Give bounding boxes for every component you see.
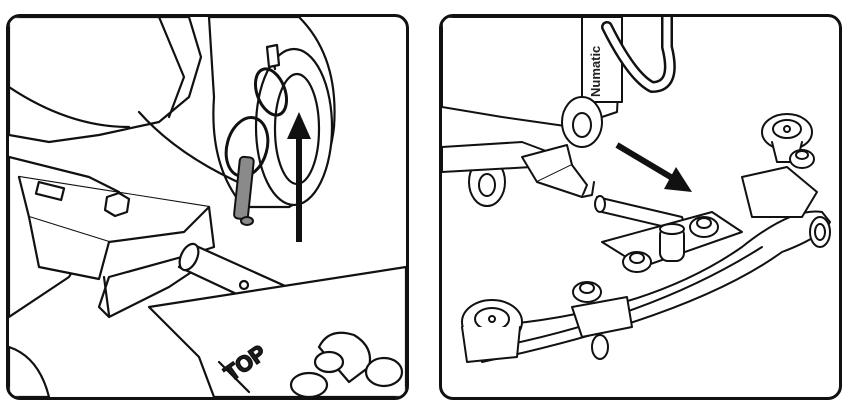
- arrow-diagonal-icon: [615, 142, 692, 192]
- arrow-up-icon: [287, 112, 311, 242]
- machine-body: [9, 17, 203, 144]
- star-knobs: [572, 149, 815, 303]
- squeegee-frame: [471, 210, 831, 363]
- star-knob-icon: [572, 281, 602, 303]
- right-illustration-panel: Numatic: [439, 14, 842, 400]
- star-knob-icon: [622, 251, 652, 273]
- bolt-head: [103, 191, 131, 218]
- locking-pin: [233, 155, 255, 226]
- left-illustration-panel: TOP: [6, 14, 409, 400]
- tether-ring: [253, 67, 289, 117]
- star-knob-icon: [789, 149, 815, 169]
- squeegee-attach-illustration: Numatic: [442, 17, 831, 363]
- pin-removal-illustration: TOP: [9, 17, 406, 397]
- star-knob-icon: [689, 216, 719, 238]
- brand-text: Numatic: [588, 46, 603, 97]
